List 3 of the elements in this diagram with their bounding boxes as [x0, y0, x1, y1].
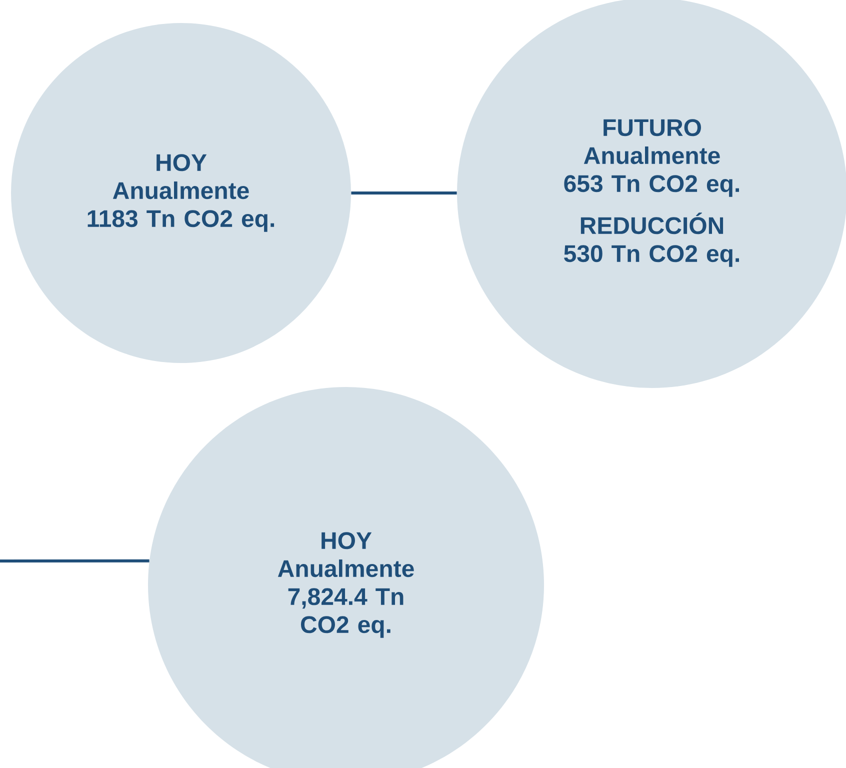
circle-node: HOY Anualmente 1183 Tn CO2 eq.	[11, 23, 351, 363]
connector-line	[0, 559, 150, 562]
connector-line	[351, 191, 457, 194]
